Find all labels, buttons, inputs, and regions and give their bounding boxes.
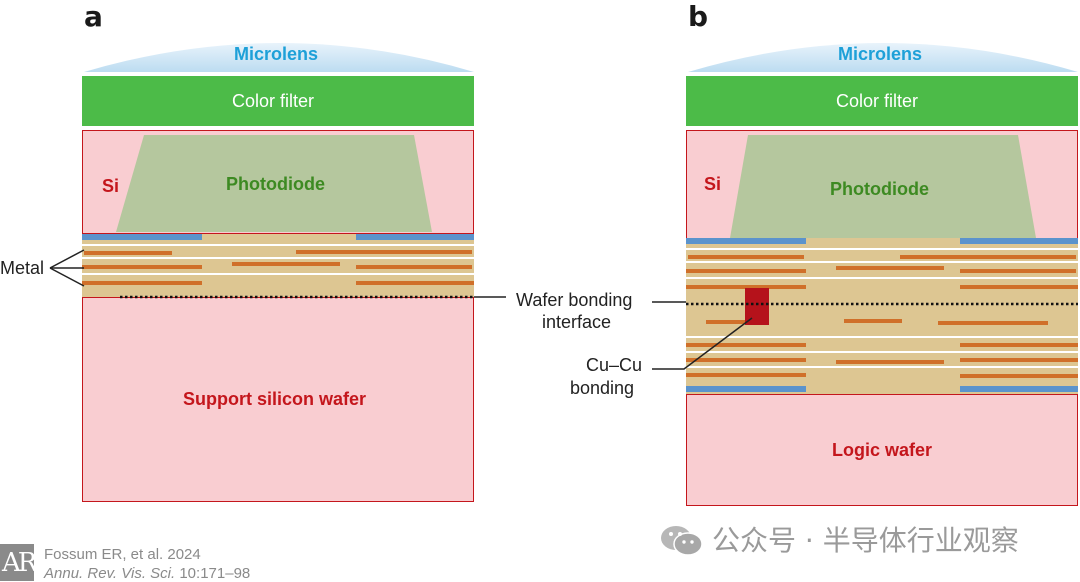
metal-pointer-line: [49, 267, 85, 287]
panel-b-metal-line: [844, 319, 902, 323]
panel-b-microlens-label: Microlens: [838, 44, 923, 64]
panel-a-color-filter-label: Color filter: [232, 91, 315, 111]
panel-b-metal-line: [686, 269, 806, 273]
panel-b-color-filter-label: Color filter: [836, 91, 919, 111]
cucu-label-line2: bonding: [570, 378, 635, 398]
panel-b-white-line: [686, 277, 1078, 279]
panel-b-metal-stack: [686, 238, 1078, 394]
panel-b-metal-line: [686, 373, 806, 377]
wechat-icon: [661, 526, 703, 556]
panel-a-metal-line: [82, 265, 202, 269]
metal-pointer-line: [49, 249, 85, 269]
panel-a-white-line: [82, 257, 474, 259]
panel-b-metal-line: [836, 266, 944, 270]
panel-a-photodiode-shape: [116, 135, 432, 232]
panel-b-white-line: [686, 351, 1078, 353]
panel-a-metal-line: [232, 262, 340, 266]
panel-b-metal-line: [900, 255, 1076, 259]
panel-a-blue-layer-left: [82, 234, 202, 240]
panel-b-metal-line: [938, 321, 1048, 325]
panel-a-support-wafer: [82, 297, 474, 502]
panel-a-microlens-shape: [84, 43, 474, 72]
panel-b-metal-line: [686, 343, 806, 347]
panel-a-white-line: [82, 244, 474, 246]
panel-b-blue-layer-right: [960, 238, 1078, 244]
panel-b-metal-line: [836, 360, 944, 364]
panel-b-si-label: Si: [704, 174, 722, 194]
annual-reviews-logo: AR: [0, 544, 37, 581]
panel-b-white-line: [686, 248, 1078, 250]
panel-b-color-filter: [686, 76, 1078, 126]
panel-b-metal-line: [960, 358, 1078, 362]
panel-b-logic-wafer-label: Logic wafer: [832, 440, 933, 460]
panel-a-metal-line: [356, 281, 474, 285]
cucu-leader-line: [652, 317, 753, 370]
panel-b-white-line: [686, 336, 1078, 338]
panel-b-metal-line: [688, 255, 804, 259]
credit-pages: 10:171–98: [179, 565, 251, 582]
panel-b-blue-layer-left: [686, 238, 806, 244]
panel-b-metal-line: [686, 285, 806, 289]
panel-a-white-line: [82, 273, 474, 275]
panel-a-metal-line: [356, 265, 472, 269]
metal-label: Metal: [0, 258, 45, 278]
panel-a-metal-line: [84, 251, 172, 255]
panel-a-si-label: Si: [102, 176, 120, 196]
wafer-bonding-label-line1: Wafer bonding: [516, 290, 633, 310]
panel-a-metal-line: [82, 281, 202, 285]
cu-cu-bond-pad: [745, 288, 769, 325]
credit-citation: Annu. Rev. Vis. Sci. 10:171–98: [44, 565, 250, 582]
panel-b-blue-layer-bottom-left: [686, 386, 806, 392]
credit-journal: Annu. Rev. Vis. Sci.: [44, 565, 176, 582]
panel-b-metal-line: [960, 269, 1076, 273]
panel-a-color-filter: [82, 76, 474, 126]
panel-b-letter: b: [688, 0, 709, 33]
panel-b-metal-line: [706, 320, 766, 324]
panel-a-photodiode-label: Photodiode: [226, 174, 325, 194]
panel-b-photodiode-label: Photodiode: [830, 179, 929, 199]
annual-reviews-logo-text: AR: [2, 548, 37, 578]
panel-a-letter: a: [84, 0, 103, 33]
credit-authors: Fossum ER, et al. 2024: [44, 546, 201, 563]
panel-a-support-wafer-label: Support silicon wafer: [183, 389, 367, 409]
panel-a-blue-layer-right: [356, 234, 474, 240]
panel-b-metal-line: [960, 343, 1078, 347]
panel-a-microlens-label: Microlens: [234, 44, 319, 64]
panel-b-logic-wafer: [686, 394, 1078, 506]
wafer-bonding-label-line2: interface: [542, 312, 612, 332]
cucu-label-line1: Cu–Cu: [586, 355, 643, 375]
panel-a-metal-line: [296, 250, 472, 254]
watermark-text: 公众号 · 半导体行业观察: [712, 524, 1019, 557]
panel-b-blue-layer-bottom-right: [960, 386, 1078, 392]
panel-b-metal-line: [960, 285, 1078, 289]
panel-b-photodiode-shape: [730, 135, 1036, 238]
panel-b-metal-line: [686, 358, 806, 362]
panel-b-white-line: [686, 366, 1078, 368]
panel-b-white-line: [686, 261, 1078, 263]
panel-b-metal-line: [960, 374, 1078, 378]
panel-a-metal-stack: [82, 234, 474, 298]
panel-b-microlens-shape: [688, 43, 1078, 72]
